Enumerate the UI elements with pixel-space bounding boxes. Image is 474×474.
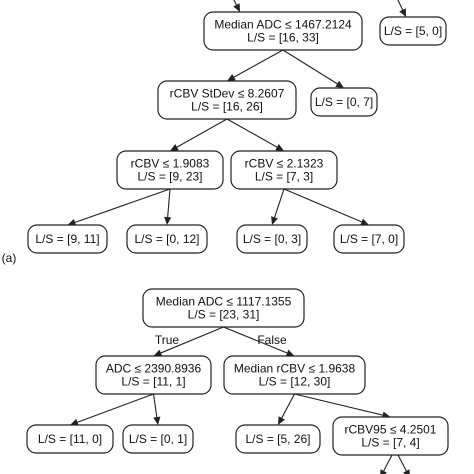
node-counts-text: L/S = [0, 12] <box>134 232 199 246</box>
tree-node-b-leaf-11-0: L/S = [11, 0] <box>26 424 114 454</box>
edge-fragment-3 <box>397 454 410 474</box>
node-counts-text: L/S = [7, 0] <box>340 232 398 246</box>
node-counts-text: L/S = [9, 23] <box>137 170 202 184</box>
tree-node-b-leaf-5-26: L/S = [5, 26] <box>235 424 321 454</box>
edges-layer <box>67 0 410 474</box>
tree-node-a-leaf-9-11: L/S = [9, 11] <box>27 224 108 254</box>
node-counts-text: L/S = [7, 3] <box>255 170 313 184</box>
edge-a-rcbv-2-to-a-leaf-7-0 <box>283 188 369 226</box>
tree-node-b-leaf-0-1: L/S = [0, 1] <box>122 424 194 454</box>
tree-node-a-leaf-7-0: L/S = [7, 0] <box>333 224 405 254</box>
edge-b-median-rcbv-to-b-leaf-5-26 <box>278 393 295 425</box>
node-split-text: rCBV StDev ≤ 8.2607 <box>170 87 285 101</box>
tree-node-a-right: L/S = [5, 0] <box>379 16 447 46</box>
edge-label-false: False <box>257 333 287 347</box>
node-counts-text: L/S = [9, 11] <box>35 232 99 246</box>
node-counts-text: L/S = [5, 0] <box>384 24 442 38</box>
node-split-text: Median ADC ≤ 1467.2124 <box>214 18 352 32</box>
edge-fragment-1 <box>397 0 406 17</box>
node-counts-text: L/S = [16, 33] <box>247 31 319 45</box>
edge-a-rcbv-1-to-a-leaf-0-12 <box>164 188 172 225</box>
edge-a-rcbv-1-to-a-leaf-9-11 <box>67 188 171 226</box>
edge-b-root-to-b-median-rcbv <box>223 326 295 357</box>
edge-b-root-to-b-adc <box>153 326 224 357</box>
edge-label-true: True <box>155 333 180 347</box>
tree-node-a-leaf-0-3: L/S = [0, 3] <box>236 224 308 254</box>
edge-fragment-2 <box>380 454 393 474</box>
edge-b-median-rcbv-to-b-rcbv95 <box>294 393 391 419</box>
node-counts-text: L/S = [5, 26] <box>245 432 310 446</box>
node-split-text: rCBV95 ≤ 4.2501 <box>345 423 437 437</box>
node-counts-text: L/S = [12, 30] <box>259 375 331 389</box>
tree-node-a-leaf-0-12: L/S = [0, 12] <box>126 224 208 254</box>
edge-a-rcbv-stdev-to-a-rcbv-1 <box>170 118 228 151</box>
edge-a-rcbv-stdev-to-a-rcbv-2 <box>226 118 284 151</box>
labels-layer: (a) True False <box>2 251 287 347</box>
edge-b-adc-to-b-leaf-11-0 <box>70 393 154 426</box>
node-counts-text: L/S = [7, 4] <box>361 436 419 450</box>
panel-label: (a) <box>2 251 17 265</box>
node-split-text: ADC ≤ 2390.8936 <box>106 362 202 376</box>
node-counts-text: L/S = [11, 0] <box>38 432 102 446</box>
edge-a-rcbv-2-to-a-leaf-0-3 <box>271 188 285 225</box>
edge-a-root-to-a-rcbv-stdev <box>227 49 284 81</box>
node-counts-text: L/S = [11, 1] <box>121 375 185 389</box>
edge-fragment-0 <box>233 0 240 12</box>
node-counts-text: L/S = [0, 7] <box>315 95 373 109</box>
node-split-text: Median rCBV ≤ 1.9638 <box>234 362 356 376</box>
node-split-text: Median ADC ≤ 1117.1355 <box>156 295 292 309</box>
node-counts-text: L/S = [23, 31] <box>188 308 260 322</box>
node-split-text: rCBV ≤ 1.9083 <box>131 157 210 171</box>
edge-a-root-to-a-leaf-0-7 <box>282 49 344 88</box>
node-counts-text: L/S = [16, 26] <box>191 100 263 114</box>
node-counts-text: L/S = [0, 3] <box>243 232 301 246</box>
node-split-text: rCBV ≤ 2.1323 <box>245 157 324 171</box>
node-counts-text: L/S = [0, 1] <box>129 432 187 446</box>
tree-node-a-leaf-0-7: L/S = [0, 7] <box>310 87 378 117</box>
edge-b-adc-to-b-leaf-0-1 <box>152 393 161 425</box>
